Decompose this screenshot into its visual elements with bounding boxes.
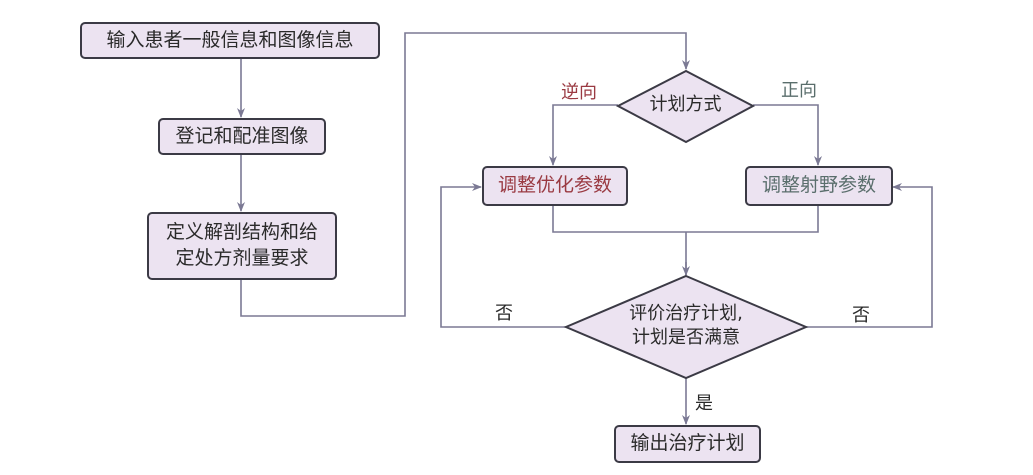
arrow-inverse: [549, 104, 618, 166]
arrow-no-right: [806, 183, 933, 328]
evaluate-text-line1: 评价治疗计划,: [629, 303, 743, 324]
adjust-field-text: 调整射野参数: [761, 174, 876, 197]
no-left-label: 否: [495, 303, 513, 324]
register-text: 登记和配准图像: [175, 124, 309, 147]
output-text: 输出治疗计划: [630, 432, 745, 455]
output-box: 输出治疗计划: [614, 425, 761, 463]
yes-label: 是: [695, 393, 713, 414]
adjust-optimization-text: 调整优化参数: [497, 174, 612, 197]
plan-mode-diamond: [615, 69, 756, 144]
adjust-optimization-box: 调整优化参数: [482, 166, 628, 206]
evaluate-diamond: [563, 274, 809, 380]
evaluate-text-line2: 计划是否满意: [632, 327, 740, 349]
evaluate-text: 评价治疗计划, 计划是否满意: [586, 302, 786, 351]
define-text-line1: 定义解剖结构和给: [165, 221, 318, 244]
define-box: 定义解剖结构和给 定处方剂量要求: [147, 212, 337, 280]
plan-mode-text: 计划方式: [649, 94, 722, 115]
register-box: 登记和配准图像: [158, 118, 326, 155]
arrow-no-left: [440, 183, 566, 328]
define-text-line2: 定处方剂量要求: [175, 247, 309, 269]
input-info-text: 输入患者一般信息和图像信息: [106, 28, 354, 51]
forward-label: 正向: [781, 80, 817, 101]
adjust-field-box: 调整射野参数: [745, 166, 893, 206]
inverse-label: 逆向: [561, 82, 597, 103]
no-right-label: 否: [852, 305, 870, 326]
arrow-forward: [753, 104, 822, 166]
input-info-box: 输入患者一般信息和图像信息: [80, 22, 380, 59]
arrow-define-to-plan-mode: [240, 32, 690, 317]
